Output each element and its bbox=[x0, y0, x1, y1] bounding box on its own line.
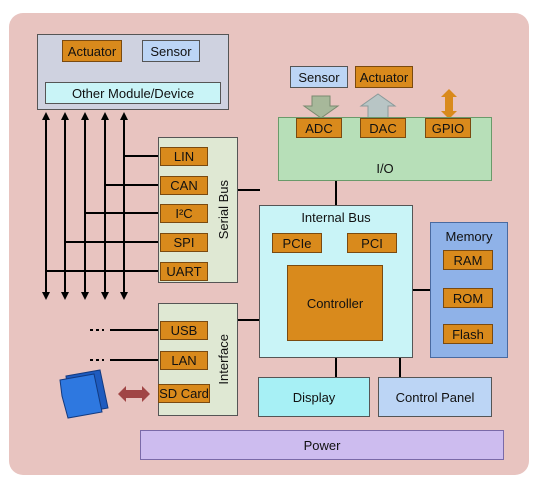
memory-label: Memory bbox=[445, 229, 493, 244]
interface-usb: USB bbox=[160, 321, 208, 340]
gpio-block: GPIO bbox=[425, 118, 471, 138]
display-block: Display bbox=[258, 377, 370, 417]
memory-rom: ROM bbox=[443, 288, 493, 308]
sd-card-icon bbox=[59, 369, 109, 419]
other-module-device: Other Module/Device bbox=[45, 82, 221, 104]
interface-sd-card: SD Card bbox=[158, 384, 210, 403]
interface-label: Interface bbox=[216, 334, 231, 385]
dac-block: DAC bbox=[360, 118, 406, 138]
pci-block: PCI bbox=[347, 233, 397, 253]
pcie-block: PCIe bbox=[272, 233, 322, 253]
io-label: I/O bbox=[376, 161, 394, 176]
adc-block: ADC bbox=[296, 118, 342, 138]
control-panel-block: Control Panel bbox=[378, 377, 492, 417]
module-sensor: Sensor bbox=[142, 40, 200, 62]
serial-i2c: I²C bbox=[160, 204, 208, 223]
io-actuator: Actuator bbox=[355, 66, 413, 88]
io-sensor: Sensor bbox=[290, 66, 348, 88]
interface-lan: LAN bbox=[160, 351, 208, 370]
internal-bus-label: Internal Bus bbox=[301, 210, 371, 225]
memory-ram: RAM bbox=[443, 250, 493, 270]
controller-block: Controller bbox=[287, 265, 383, 341]
serial-bus-label: Serial Bus bbox=[216, 180, 231, 240]
memory-flash: Flash bbox=[443, 324, 493, 344]
power-block: Power bbox=[140, 430, 504, 460]
serial-lin: LIN bbox=[160, 147, 208, 166]
module-actuator: Actuator bbox=[62, 40, 122, 62]
serial-can: CAN bbox=[160, 176, 208, 195]
serial-uart: UART bbox=[160, 262, 208, 281]
serial-spi: SPI bbox=[160, 233, 208, 252]
